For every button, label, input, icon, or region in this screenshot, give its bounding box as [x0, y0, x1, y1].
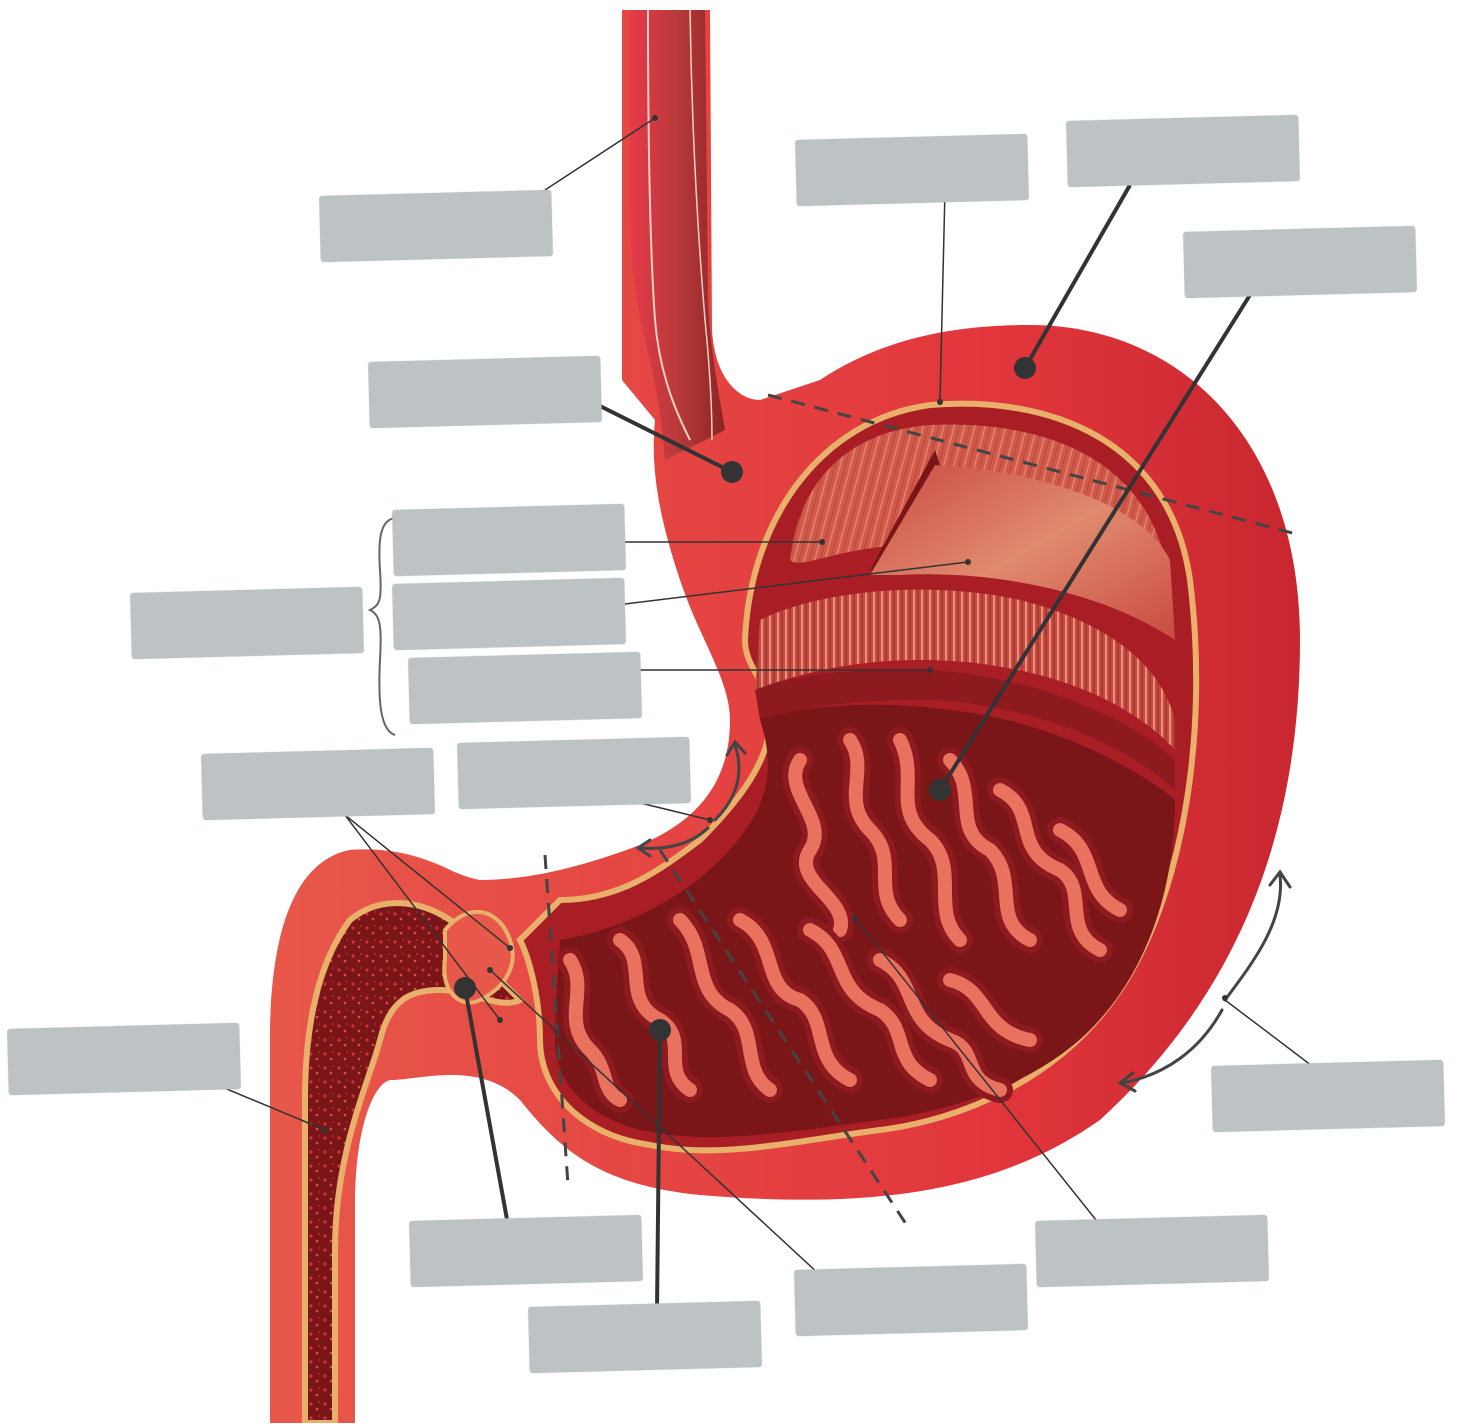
label-body[interactable] [1035, 1215, 1269, 1287]
label-pylorus[interactable] [409, 1215, 643, 1287]
label-pyloric-canal[interactable] [794, 1264, 1028, 1336]
label-fundus[interactable] [1066, 115, 1300, 187]
label-oblique-layer[interactable] [408, 652, 642, 724]
label-cardia[interactable] [368, 356, 602, 428]
label-greater-curvature[interactable] [1211, 1060, 1445, 1132]
label-rugae-bottom[interactable] [528, 1301, 762, 1373]
layer-brace [370, 518, 395, 735]
label-esophagus[interactable] [319, 190, 553, 262]
label-muscularis-group[interactable] [130, 587, 364, 659]
label-duodenum[interactable] [7, 1023, 241, 1095]
label-lesser-curvature[interactable] [457, 737, 691, 809]
label-circular-layer[interactable] [392, 578, 626, 650]
label-fundus-line[interactable] [795, 134, 1029, 206]
label-rugae-top[interactable] [1183, 226, 1417, 298]
label-longitudinal-layer[interactable] [392, 504, 626, 576]
label-pyloric-sphincter[interactable] [201, 748, 435, 820]
